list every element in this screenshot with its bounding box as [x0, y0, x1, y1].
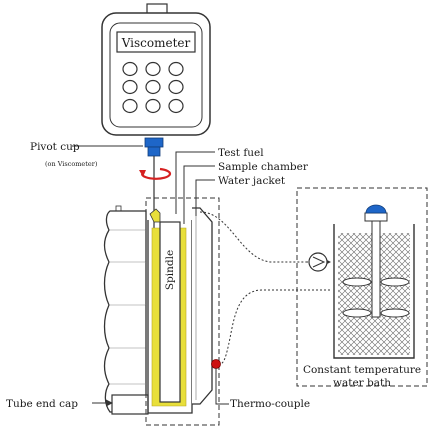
- pivot-cup-label: Pivot cup: [30, 141, 80, 153]
- water-bath-label-line2: water bath: [333, 377, 391, 389]
- spindle: [159, 221, 181, 403]
- test-fuel-leader: [175, 151, 215, 214]
- water-bath-label-line1: Constant temperature: [303, 364, 421, 376]
- water-bath: [333, 204, 415, 359]
- rotation-arrow-icon: [139, 167, 172, 180]
- thermocouple-leader: [215, 368, 229, 405]
- keypad-buttons: [122, 61, 184, 114]
- pivot-cup-note: (on Viscometer): [45, 160, 98, 168]
- viscometer-display: [116, 31, 196, 53]
- water-jacket-leader: [195, 179, 215, 216]
- circulation-line-out: [199, 211, 306, 263]
- water-jacket-label: Water jacket: [218, 175, 286, 187]
- spindle-label: Spindle: [164, 250, 176, 290]
- thermocouple-label: Thermo-couple: [230, 398, 310, 410]
- pivot-cup: [144, 137, 164, 157]
- stirrer-motor: [365, 204, 387, 214]
- water-jacket: [192, 207, 213, 405]
- circulation-line-return: [220, 289, 330, 365]
- sample-tube: [103, 205, 147, 413]
- viscometer-device: Viscometer: [101, 3, 211, 136]
- pump-icon: [308, 252, 328, 272]
- sample-chamber-label: Sample chamber: [218, 161, 309, 173]
- stirrer-shaft: [371, 220, 381, 318]
- tube-end-cap: [111, 394, 149, 415]
- water-bath-enclosure: [296, 187, 428, 387]
- viscometer-label: Viscometer: [121, 36, 191, 50]
- thermocouple-sensor: [211, 359, 221, 369]
- sample-chamber-leader: [183, 165, 215, 224]
- sample-chamber: Spindle: [147, 208, 193, 414]
- chamber-enclosure-dashed: [145, 197, 220, 426]
- tube-end-cap-label: Tube end cap: [6, 398, 78, 410]
- test-fuel-label: Test fuel: [218, 147, 264, 159]
